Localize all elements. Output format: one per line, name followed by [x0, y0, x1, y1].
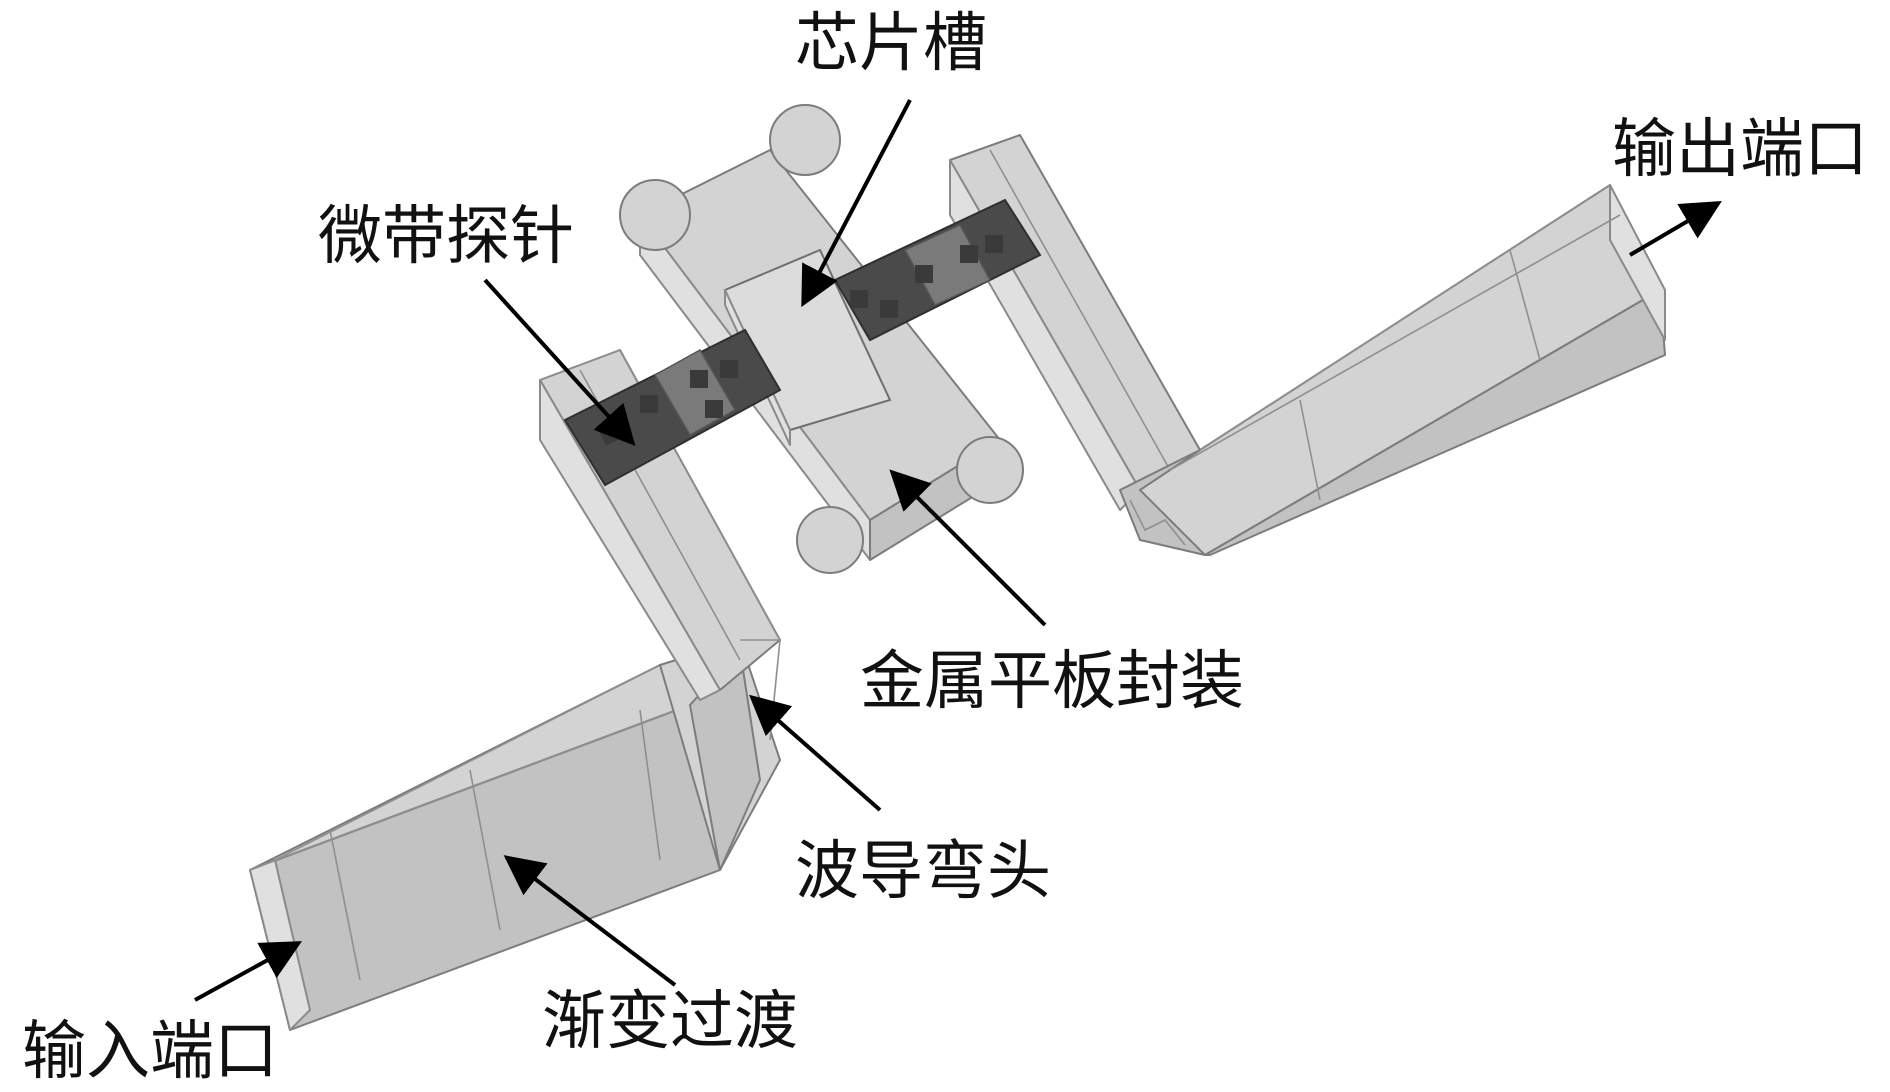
label-metal-plate-package: 金属平板封装 [860, 645, 1244, 719]
arrow-output-port [1628, 200, 1722, 257]
output-taper-waveguide [1139, 184, 1666, 556]
label-chip-slot: 芯片槽 [795, 7, 987, 81]
microstrip-probe-right [833, 198, 1042, 342]
arrow-waveguide-bend [748, 694, 882, 812]
arrow-chip-slot [801, 99, 912, 308]
arrow-input-port [194, 941, 303, 1002]
label-input-port: 输入端口 [22, 1015, 278, 1089]
label-output-port: 输出端口 [1612, 113, 1868, 187]
arrow-taper-transition [503, 855, 677, 987]
input-taper-waveguide [249, 664, 721, 1031]
label-taper-transition: 渐变过渡 [542, 985, 798, 1059]
label-waveguide-bend: 波导弯头 [795, 835, 1051, 909]
arrow-metal-plate-package [889, 469, 1047, 627]
label-microstrip-probe: 微带探针 [318, 200, 574, 274]
arrow-microstrip-probe [483, 278, 636, 446]
